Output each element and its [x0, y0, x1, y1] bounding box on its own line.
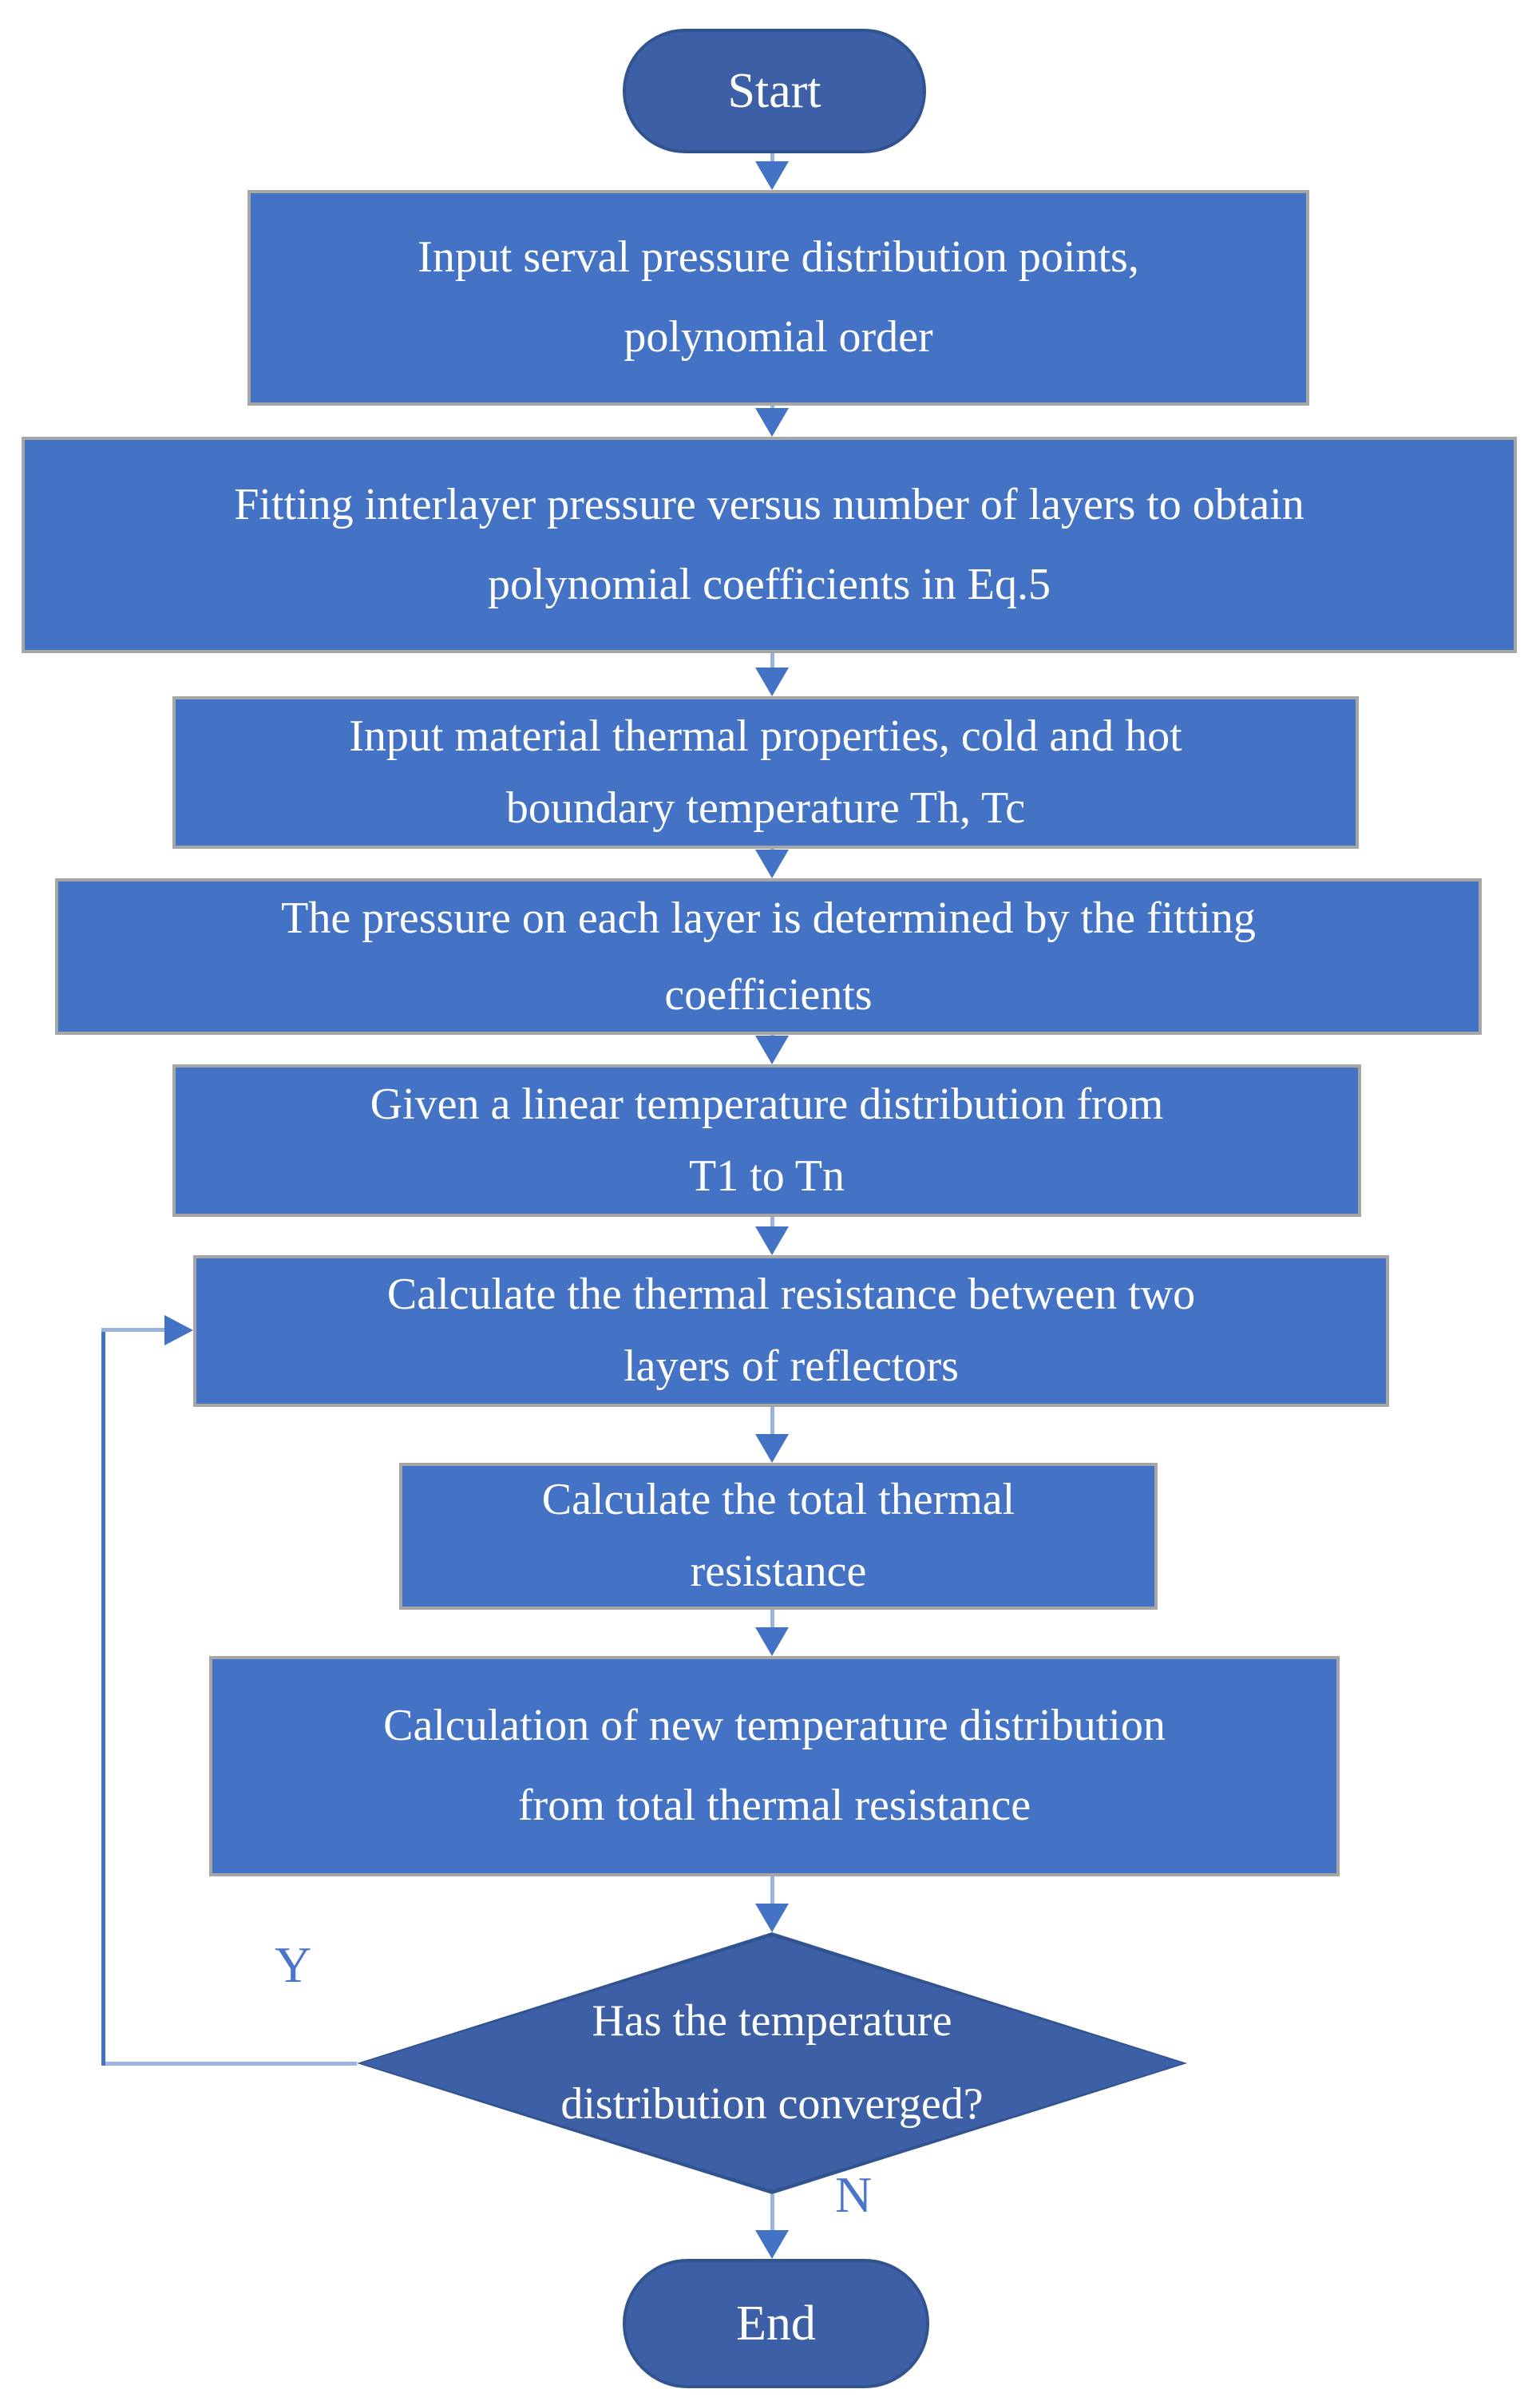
- loop-connector-horizontal-top: [101, 1328, 165, 1332]
- arrow-down-icon: [755, 1226, 789, 1255]
- connector-step5-step6: [770, 1217, 774, 1230]
- process-layer-pressure: The pressure on each layer is determined…: [55, 878, 1482, 1035]
- process-label: Input material thermal properties, cold …: [349, 711, 1182, 833]
- connector-start-step1: [770, 153, 774, 164]
- process-label: Fitting interlayer pressure versus numbe…: [234, 479, 1304, 609]
- arrow-down-icon: [755, 850, 789, 878]
- process-fit-polynomial: Fitting interlayer pressure versus numbe…: [22, 437, 1517, 653]
- arrow-down-icon: [755, 1904, 789, 1932]
- arrow-down-icon: [755, 1434, 789, 1463]
- connector-step6-step7: [770, 1407, 774, 1437]
- arrow-down-icon: [755, 161, 789, 190]
- decision-label: Has the temperature distribution converg…: [560, 1996, 984, 2129]
- process-input-pressure-points: Input serval pressure distribution point…: [247, 190, 1309, 406]
- connector-step2-step3: [770, 653, 774, 671]
- process-label: Calculate the thermal resistance between…: [386, 1270, 1196, 1391]
- connector-step7-step8: [770, 1610, 774, 1630]
- arrow-down-icon: [755, 1627, 789, 1656]
- branch-label-yes: Y: [275, 1936, 312, 1993]
- process-label: Calculation of new temperature distribut…: [383, 1701, 1166, 1830]
- end-terminal: End: [623, 2259, 929, 2388]
- connector-decision-end: [770, 2194, 774, 2233]
- process-label: The pressure on each layer is determined…: [281, 893, 1256, 1020]
- start-label: Start: [727, 63, 821, 118]
- arrow-down-icon: [755, 408, 789, 437]
- process-thermal-resistance-layers: Calculate the thermal resistance between…: [193, 1255, 1389, 1407]
- process-label: Calculate the total thermal resistance: [541, 1475, 1015, 1596]
- arrow-down-icon: [755, 2230, 789, 2259]
- branch-label-no: N: [835, 2166, 873, 2223]
- process-new-temperature-distribution: Calculation of new temperature distribut…: [209, 1656, 1340, 1876]
- decision-convergence: Has the temperature distribution converg…: [357, 1932, 1187, 2194]
- process-input-thermal-properties: Input material thermal properties, cold …: [172, 696, 1359, 849]
- loop-connector-vertical: [101, 1328, 105, 2066]
- start-terminal: Start: [623, 29, 926, 153]
- arrow-down-icon: [755, 1036, 789, 1064]
- loop-connector-horizontal-bottom: [101, 2062, 357, 2066]
- process-label: Input serval pressure distribution point…: [418, 232, 1139, 362]
- connector-step8-decision: [770, 1876, 774, 1907]
- arrow-right-icon: [164, 1315, 193, 1345]
- process-linear-temperature: Given a linear temperature distribution …: [172, 1064, 1361, 1217]
- process-total-thermal-resistance: Calculate the total thermal resistance: [399, 1463, 1158, 1610]
- arrow-down-icon: [755, 668, 789, 696]
- process-label: Given a linear temperature distribution …: [370, 1079, 1164, 1201]
- end-label: End: [736, 2296, 816, 2351]
